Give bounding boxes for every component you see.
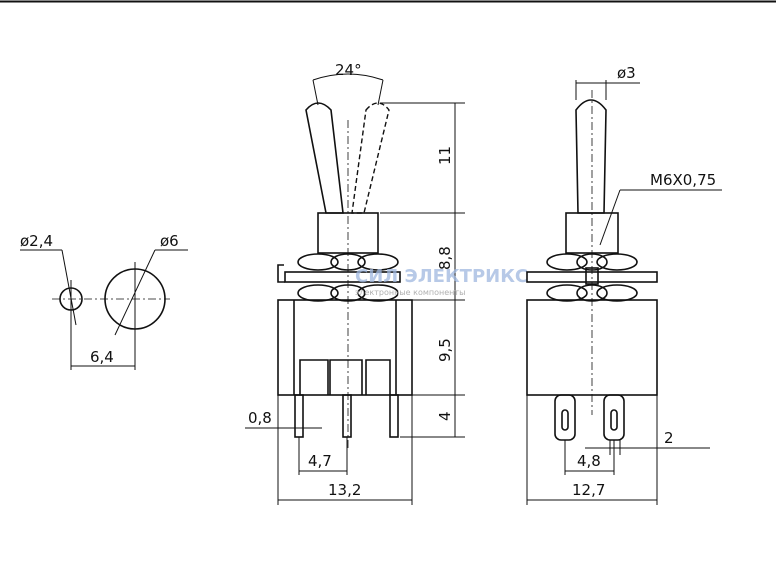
terminal-length-label: 4 xyxy=(436,411,454,421)
front-view: 24° 11 8,8 9,5 4 0,8 4,7 13,2 xyxy=(245,61,465,505)
side-terminal-pitch-label: 4,8 xyxy=(577,452,601,470)
body-width-label: 13,2 xyxy=(328,481,361,499)
watermark-brand: СИЛ ЭЛЕКТРИКС xyxy=(355,266,528,287)
side-lever xyxy=(575,99,607,214)
lever xyxy=(305,102,344,214)
lever-diameter-label: ø3 xyxy=(617,64,636,82)
switch-body xyxy=(277,299,413,396)
lever-height-label: 11 xyxy=(436,146,454,165)
watermark: СИЛ ЭЛЕКТРИКС электронные компоненты xyxy=(355,266,528,297)
terminal-pitch-label: 4,7 xyxy=(308,452,332,470)
angle-label: 24° xyxy=(335,61,362,79)
bushing-height-label: 8,8 xyxy=(436,246,454,270)
watermark-tagline: электронные компоненты xyxy=(355,288,465,297)
thread-label: M6X0,75 xyxy=(650,171,716,189)
side-view: ø3 M6X0,75 2 4,8 12,7 xyxy=(526,64,722,505)
hole-spacing-label: 6,4 xyxy=(90,348,114,366)
lever-alt-position xyxy=(351,102,390,214)
terminal-thickness-label: 0,8 xyxy=(248,409,272,427)
terminal-width-label: 2 xyxy=(664,429,674,447)
large-hole-label: ø6 xyxy=(160,232,179,250)
body-height-label: 9,5 xyxy=(436,338,454,362)
panel-cutout-view: ø2,4 ø6 6,4 xyxy=(20,232,188,370)
small-hole-label: ø2,4 xyxy=(20,232,53,250)
side-body-width-label: 12,7 xyxy=(572,481,605,499)
